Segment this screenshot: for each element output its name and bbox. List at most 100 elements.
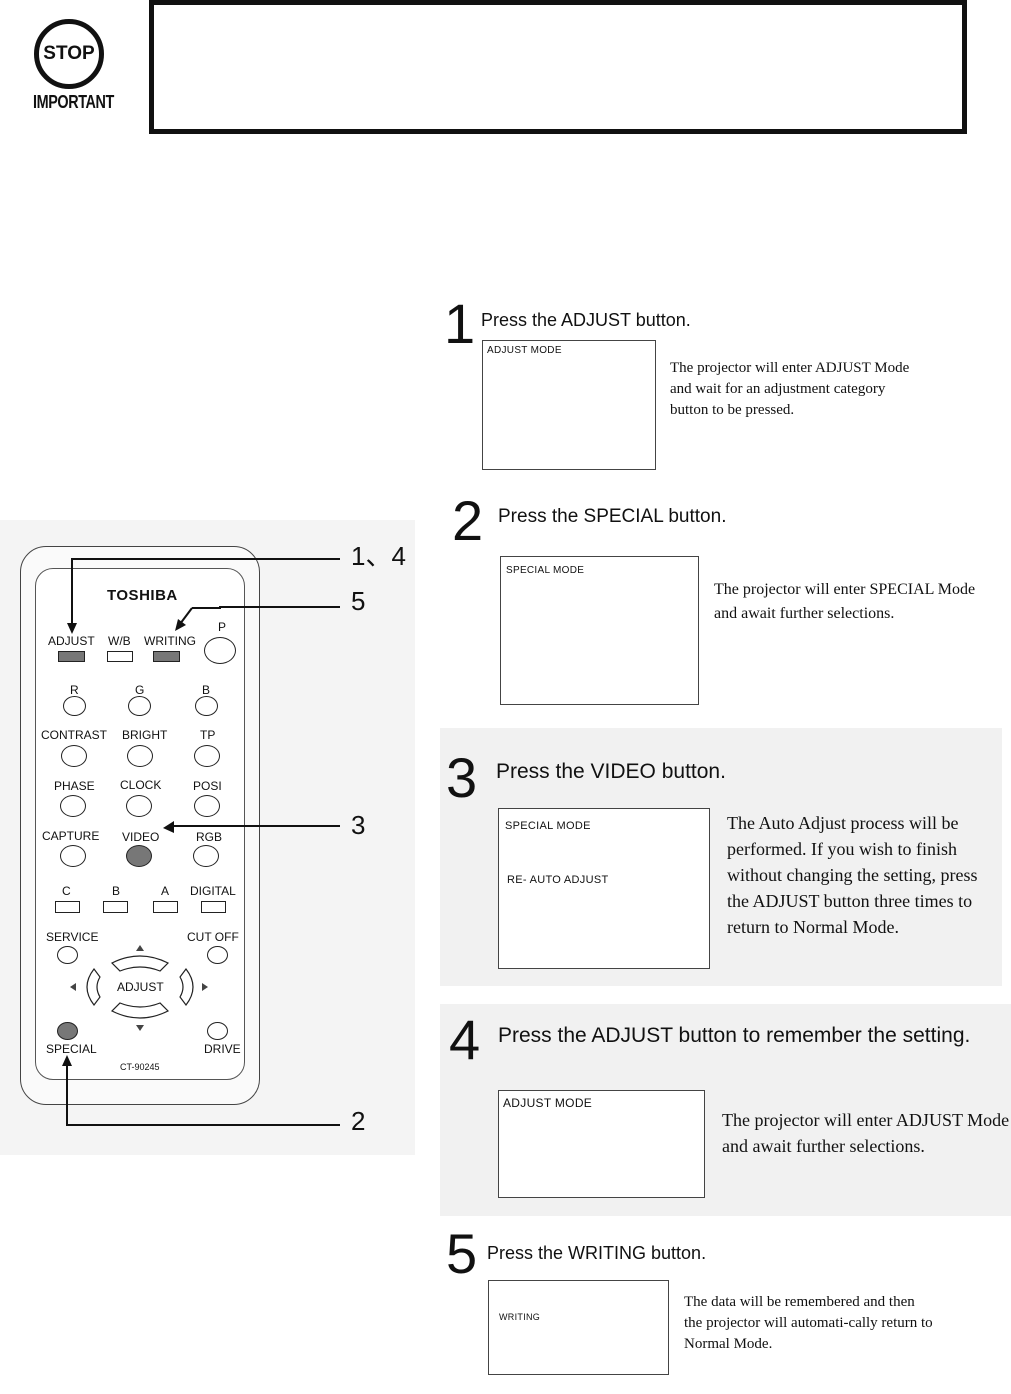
label-tp: TP xyxy=(200,728,216,742)
label-video: VIDEO xyxy=(122,830,160,844)
arrow-head-icon xyxy=(62,1055,72,1066)
arrow-head-icon xyxy=(67,623,77,634)
b-rect-button[interactable] xyxy=(103,901,128,913)
step-number: 2 xyxy=(452,489,484,552)
up-pad-button xyxy=(110,955,170,972)
step-title: Press the WRITING button. xyxy=(487,1243,707,1263)
clock-button[interactable] xyxy=(126,795,152,817)
label-adjust-pad: ADJUST xyxy=(117,980,164,994)
step-title: Press the ADJUST button to remember the … xyxy=(498,1024,971,1047)
arrow-head-icon xyxy=(175,619,186,631)
label-special: SPECIAL xyxy=(46,1042,97,1056)
label-wb: W/B xyxy=(108,634,131,648)
p-button[interactable] xyxy=(204,637,236,664)
contrast-button[interactable] xyxy=(61,745,87,767)
step-title: Press the VIDEO button. xyxy=(496,760,726,783)
label-b: B xyxy=(202,683,211,697)
rgb-button[interactable] xyxy=(193,845,219,867)
c-button[interactable] xyxy=(55,901,80,913)
label-c: C xyxy=(62,884,71,898)
screen-text: ADJUST MODE xyxy=(503,1096,593,1110)
step-number: 4 xyxy=(449,1008,481,1071)
screen-text: ADJUST MODE xyxy=(487,345,562,356)
step-title: Press the SPECIAL button. xyxy=(498,506,727,527)
service-button[interactable] xyxy=(57,946,78,964)
label-drive: DRIVE xyxy=(204,1042,241,1056)
callout-line-special xyxy=(66,1062,340,1126)
posi-button[interactable] xyxy=(194,795,220,817)
cutoff-button[interactable] xyxy=(207,946,228,964)
drive-button[interactable] xyxy=(207,1022,228,1040)
up-arrow-icon xyxy=(136,945,144,951)
r-button[interactable] xyxy=(63,696,86,716)
b-button[interactable] xyxy=(195,696,218,716)
screen-display: ADJUST MODE xyxy=(482,340,656,470)
step-description: The data will be remembered and then the… xyxy=(684,1294,933,1352)
digital-button[interactable] xyxy=(201,901,226,913)
remote-model: CT-90245 xyxy=(120,1062,160,1072)
label-r: R xyxy=(70,683,79,697)
callout-label-1-4: 1、4 xyxy=(351,541,406,571)
right-arrow-icon xyxy=(202,983,208,991)
label-capture: CAPTURE xyxy=(42,829,100,843)
phase-button[interactable] xyxy=(60,795,86,817)
wb-button[interactable] xyxy=(107,651,133,662)
video-button[interactable] xyxy=(126,845,152,867)
important-notice-box xyxy=(149,0,967,134)
label-service: SERVICE xyxy=(46,930,99,944)
step-number: 3 xyxy=(446,746,478,809)
label-posi: POSI xyxy=(193,779,222,793)
screen-text: SPECIAL MODE xyxy=(506,565,585,576)
label-a: A xyxy=(161,884,170,898)
down-pad-button xyxy=(110,1002,170,1019)
step-description: The projector will enter ADJUST Mode and… xyxy=(722,1110,1010,1156)
direction-pad xyxy=(70,945,208,1031)
callout-lines xyxy=(62,558,340,1126)
label-cutoff: CUT OFF xyxy=(187,930,239,944)
down-arrow-icon xyxy=(136,1025,144,1031)
step-title: Press the ADJUST button. xyxy=(481,310,691,330)
screen-text: SPECIAL MODE xyxy=(505,820,591,832)
screen-text: WRITING xyxy=(499,1312,541,1322)
right-pad-button xyxy=(179,968,194,1006)
important-label: IMPORTANT xyxy=(33,92,114,112)
label-writing: WRITING xyxy=(144,634,196,648)
g-button[interactable] xyxy=(128,696,151,716)
screen-display: ADJUST MODE xyxy=(498,1090,705,1198)
screen-display: SPECIAL MODE xyxy=(500,556,699,705)
remote-brand: TOSHIBA xyxy=(107,587,178,604)
label-p: P xyxy=(218,620,227,634)
screen-text: RE- AUTO ADJUST xyxy=(507,874,609,886)
arrow-head-icon xyxy=(163,821,174,833)
label-b2: B xyxy=(112,884,121,898)
label-digital: DIGITAL xyxy=(190,884,236,898)
adjust-button[interactable] xyxy=(58,651,85,662)
tp-button[interactable] xyxy=(194,745,220,767)
writing-button[interactable] xyxy=(153,651,180,662)
special-button[interactable] xyxy=(57,1022,78,1040)
step-description: The projector will enter ADJUST Mode and… xyxy=(670,360,910,418)
left-arrow-icon xyxy=(70,983,76,991)
screen-display: WRITING xyxy=(488,1280,669,1375)
left-pad-button xyxy=(86,968,101,1006)
stop-icon: STOP xyxy=(34,19,104,89)
screen-display: SPECIAL MODE RE- AUTO ADJUST xyxy=(498,808,710,969)
label-bright: BRIGHT xyxy=(122,728,168,742)
label-g: G xyxy=(135,683,145,697)
label-rgb: RGB xyxy=(196,830,223,844)
callout-label-3: 3 xyxy=(351,810,366,840)
label-clock: CLOCK xyxy=(120,778,162,792)
bright-button[interactable] xyxy=(127,745,153,767)
callout-label-2: 2 xyxy=(351,1106,366,1136)
step-number: 1 xyxy=(444,292,476,355)
capture-button[interactable] xyxy=(60,845,86,867)
label-phase: PHASE xyxy=(54,779,95,793)
step-description: The projector will enter SPECIAL Mode an… xyxy=(714,581,976,622)
step-description: The Auto Adjust process will be performe… xyxy=(727,813,978,937)
callout-line-adjust xyxy=(71,558,340,628)
callout-line-writing xyxy=(192,606,340,609)
label-adjust: ADJUST xyxy=(48,634,95,648)
a-button[interactable] xyxy=(153,901,178,913)
step-number: 5 xyxy=(446,1222,478,1285)
callout-label-5: 5 xyxy=(351,586,366,616)
